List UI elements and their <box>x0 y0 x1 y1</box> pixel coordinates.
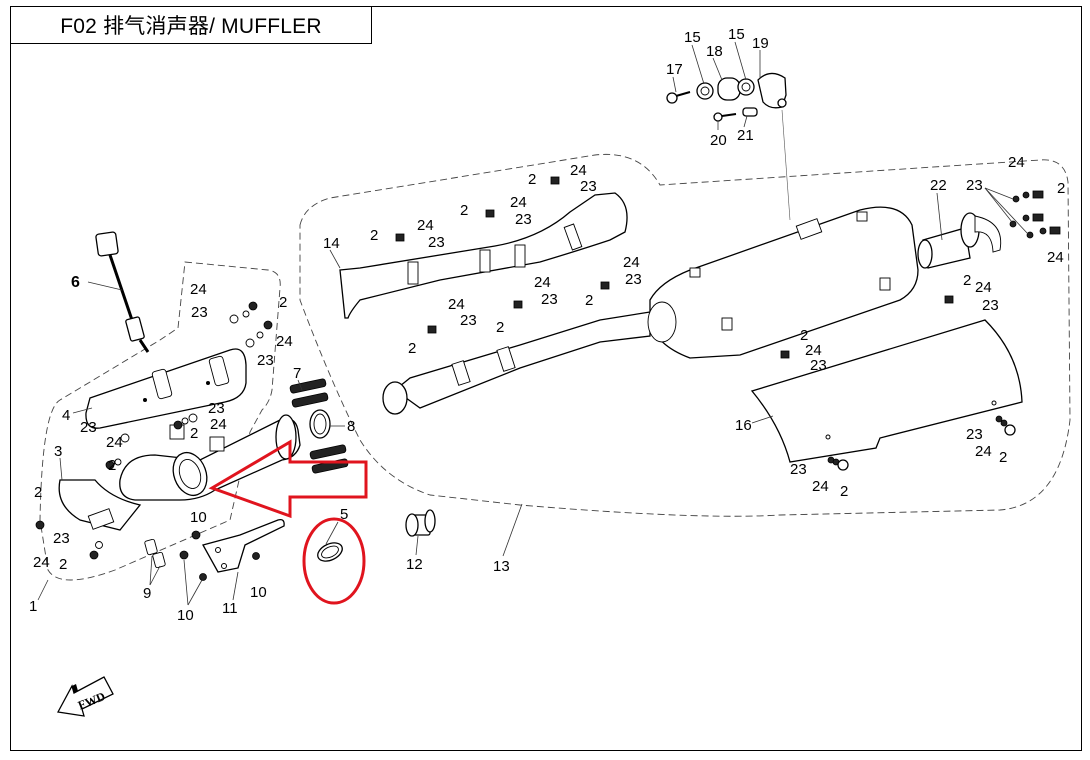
oxygen-sensor-part <box>95 231 150 353</box>
callout-11: 11 <box>222 600 238 617</box>
bracket-part <box>202 518 285 573</box>
callout-24-g1d: 24 <box>190 281 207 298</box>
callout-15b: 15 <box>728 26 745 43</box>
callout-2-g14a: 2 <box>370 227 378 244</box>
callout-24-tp-bottom: 24 <box>1047 249 1064 266</box>
callout-2-g1d: 2 <box>190 425 198 442</box>
callout-23-g14c: 23 <box>580 178 597 195</box>
callout-2-g1e: 2 <box>279 294 287 311</box>
callout-24-mpc: 24 <box>623 254 640 271</box>
callout-15a: 15 <box>684 29 701 46</box>
pipe-heat-shield-part <box>339 192 628 319</box>
callout-8: 8 <box>347 418 355 435</box>
callout-2-hs-right: 2 <box>999 449 1007 466</box>
callout-24-mpa: 24 <box>448 296 465 313</box>
callout-2-tp: 2 <box>1057 180 1065 197</box>
hanger-assembly-part <box>666 72 787 122</box>
callout-19: 19 <box>752 35 769 52</box>
callout-23-hs-top: 23 <box>810 357 827 374</box>
callout-18: 18 <box>706 43 723 60</box>
callout-5: 5 <box>340 506 348 523</box>
callout-2-g1b: 2 <box>59 556 67 573</box>
callout-24-tp-top: 24 <box>1008 154 1025 171</box>
callout-2-g14c: 2 <box>528 171 536 188</box>
callout-24-g1b: 24 <box>106 434 123 451</box>
callout-23-g1e: 23 <box>257 352 274 369</box>
callout-2-g14b: 2 <box>460 202 468 219</box>
callout-23-g14a: 23 <box>428 234 445 251</box>
callout-7: 7 <box>293 365 301 382</box>
callout-23-mpb: 23 <box>541 291 558 308</box>
callout-23-g14b: 23 <box>515 211 532 228</box>
callout-9: 9 <box>143 585 151 602</box>
callout-2-hs-top: 2 <box>800 327 808 344</box>
callout-1: 1 <box>29 598 37 615</box>
callout-24-mt: 24 <box>975 279 992 296</box>
upper-heat-shield-part <box>85 348 247 429</box>
callout-23-g1a: 23 <box>53 530 70 547</box>
callout-2-mpc: 2 <box>585 292 593 309</box>
callout-16: 16 <box>735 417 752 434</box>
callout-13: 13 <box>493 558 510 575</box>
callout-23-mpc: 23 <box>625 271 642 288</box>
red-annotation-circle <box>302 517 366 605</box>
callout-4: 4 <box>62 407 70 424</box>
mid-pipe-part <box>382 311 651 415</box>
fwd-arrow-icon: FWD <box>56 676 114 717</box>
spring-part <box>289 378 349 474</box>
muffler-heat-shield-part <box>750 319 1023 463</box>
nut-10d <box>252 552 260 560</box>
callout-24-g14c: 24 <box>570 162 587 179</box>
callout-23-g1d: 23 <box>191 304 208 321</box>
callout-2-g1a: 2 <box>34 484 42 501</box>
callout-6: 6 <box>71 274 80 291</box>
callout-23-hs-right: 23 <box>966 426 983 443</box>
callout-10b: 10 <box>250 584 267 601</box>
callout-24-mpb: 24 <box>534 274 551 291</box>
callout-24-g1a: 24 <box>33 554 50 571</box>
diagram-title: F02 排气消声器/ MUFFLER <box>10 6 372 44</box>
callout-12: 12 <box>406 556 423 573</box>
callout-2-g1c: 2 <box>108 457 116 474</box>
callout-24-hs-top: 24 <box>805 342 822 359</box>
callout-23-g1c: 23 <box>208 400 225 417</box>
callout-23-mpa: 23 <box>460 312 477 329</box>
nut-10b <box>179 550 189 560</box>
muffler-body-part <box>647 206 919 359</box>
callout-20: 20 <box>710 132 727 149</box>
callout-21: 21 <box>737 127 754 144</box>
red-annotation-arrow <box>208 439 368 519</box>
callout-23-g1b: 23 <box>80 419 97 436</box>
callout-24-g14a: 24 <box>417 217 434 234</box>
callout-23-tp: 23 <box>966 177 983 194</box>
callout-14: 14 <box>323 235 340 252</box>
callout-23-hs-left: 23 <box>790 461 807 478</box>
bolts-14 <box>395 176 560 242</box>
callout-22: 22 <box>930 177 947 194</box>
tail-pipe-part <box>917 212 1002 269</box>
callout-2-mt: 2 <box>963 272 971 289</box>
callout-24-g1e: 24 <box>276 333 293 350</box>
callout-24-hs-right: 24 <box>975 443 992 460</box>
stud-part <box>144 538 166 569</box>
callout-24-g14b: 24 <box>510 194 527 211</box>
group-outline-13 <box>299 153 1071 517</box>
callout-10a: 10 <box>190 509 207 526</box>
callout-2-mpb: 2 <box>496 319 504 336</box>
nut-10a <box>191 530 201 540</box>
callout-3: 3 <box>54 443 62 460</box>
callout-2-mpa: 2 <box>408 340 416 357</box>
callout-23-mt: 23 <box>982 297 999 314</box>
callout-10c: 10 <box>177 607 194 624</box>
callout-24-hs-left: 24 <box>812 478 829 495</box>
callout-2-hs-left: 2 <box>840 483 848 500</box>
group-outline-1 <box>39 261 281 581</box>
nut-10c <box>199 573 207 581</box>
callout-24-g1c: 24 <box>210 416 227 433</box>
callout-17: 17 <box>666 61 683 78</box>
rubber-bushing-part <box>405 509 436 537</box>
diagram-frame <box>10 6 1082 751</box>
lower-heat-shield-part <box>58 479 142 531</box>
